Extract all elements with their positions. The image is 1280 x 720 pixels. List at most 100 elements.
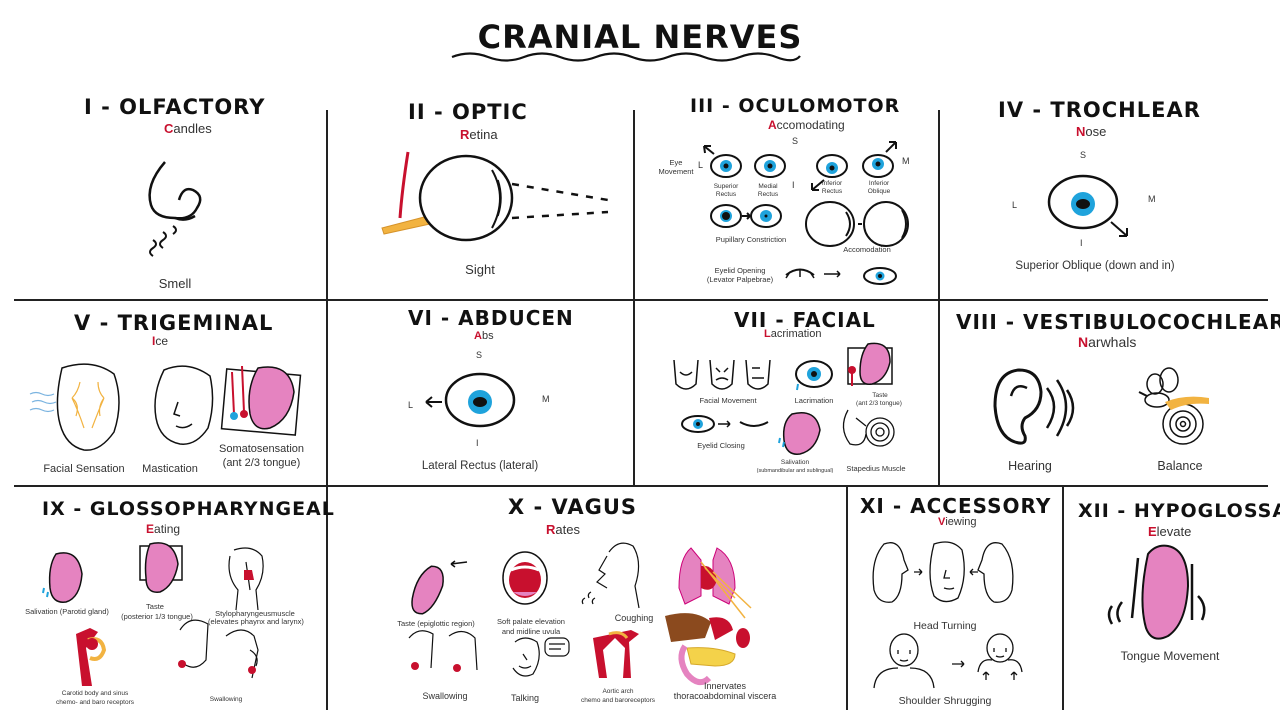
label-swallowing-x: Swallowing xyxy=(422,691,468,701)
row2-row3-divider xyxy=(14,485,1268,487)
row3-divider-1 xyxy=(326,486,328,710)
mnemonic-oculomotor: Accomodating xyxy=(768,118,845,132)
label-facial-movement: Facial Movement xyxy=(699,396,757,405)
dir-lateral: L xyxy=(698,160,704,170)
label-inferior-rectus: Inferior Rectus xyxy=(821,180,843,195)
label-talking: Talking xyxy=(510,693,539,703)
shoulder-shrugging-icon xyxy=(873,633,1023,689)
label-somatosensation: Somatosensation xyxy=(219,443,304,455)
nerve-title-oculomotor: III - OCULOMOTOR xyxy=(690,95,901,117)
nerve-title-facial: VII - FACIAL xyxy=(734,308,876,332)
nerve-title-vagus: X - VAGUS xyxy=(508,495,638,519)
mnemonic-optic: Retina xyxy=(460,127,498,142)
label-superior-rectus: Superior Rectus xyxy=(713,183,739,198)
nerve-title-olfactory: I - OLFACTORY xyxy=(84,95,266,119)
oculomotor-eyes-icon xyxy=(703,141,909,285)
label-eyelid-closing: Eyelid Closing xyxy=(697,441,745,450)
label-taste-posterior-range: (posterior 1/3 tongue) xyxy=(121,612,193,621)
nerve-name: OLFACTORY xyxy=(119,95,266,119)
mnemonic-vagus: Rates xyxy=(546,522,580,537)
row1-row2-divider xyxy=(14,299,1268,301)
dir-superior: S xyxy=(792,136,799,146)
nerve-title-trigeminal: V - TRIGEMINAL xyxy=(74,311,274,335)
label-aortic-arch: Aortic arch xyxy=(602,688,634,695)
mnemonic-hypoglossal: Elevate xyxy=(1148,524,1192,539)
label-hearing: Hearing xyxy=(1008,459,1052,473)
trochlear-eye-icon xyxy=(1047,174,1128,237)
dir-lateral: L xyxy=(1012,200,1018,210)
nerve-title-vestibulocochlear: VIII - VESTIBULOCOCHLEAR xyxy=(956,310,1280,334)
label-salivation-facial: Salivation xyxy=(780,459,810,466)
mnemonic-olfactory: Candles xyxy=(164,121,212,136)
mnemonic-trochlear: Nose xyxy=(1076,124,1107,139)
label-salivation-parotid: Salivation (Parotid gland) xyxy=(25,607,109,616)
trigeminal-faces-icon xyxy=(29,363,302,451)
label-coughing: Coughing xyxy=(614,613,654,623)
label-midline-uvula: and midline uvula xyxy=(501,627,561,636)
label-taste-posterior: Taste xyxy=(146,602,164,611)
nerve-title-hypoglossal: XII - HYPOGLOSSAL xyxy=(1078,500,1280,522)
dir-inferior: I xyxy=(476,438,479,448)
nose-icon xyxy=(148,161,202,257)
label-lacrimation: Lacrimation xyxy=(794,396,834,405)
label-accomodation: Accomodation xyxy=(843,245,891,254)
row2-divider-3 xyxy=(938,300,940,485)
label-carotid-receptors: chemo- and baro receptors xyxy=(55,699,135,706)
label-smell: Smell xyxy=(158,276,192,291)
nerve-numeral: I xyxy=(84,95,93,119)
label-pupillary-constriction: Pupillary Constriction xyxy=(715,235,787,244)
label-taste-epiglottic: Taste (epiglottic region) xyxy=(397,619,475,628)
label-soft-palate: Soft palate elevation xyxy=(497,617,565,626)
tongue-movement-icon xyxy=(1107,544,1206,640)
dir-superior: S xyxy=(1080,150,1087,160)
label-medial-rectus: Medial Rectus xyxy=(757,183,779,198)
mnemonic-vestibulocochlear: Narwhals xyxy=(1078,334,1137,350)
label-inferior-oblique: Inferior Oblique xyxy=(867,180,891,195)
mnemonic-accessory: Viewing xyxy=(938,516,977,528)
label-facial-sensation: Facial Sensation xyxy=(43,463,125,475)
label-balance: Balance xyxy=(1157,459,1203,473)
row1-divider-1 xyxy=(326,110,328,299)
label-stylopharyngeus: Stylopharyngeusmuscle xyxy=(215,609,295,618)
row3-divider-2 xyxy=(846,486,848,710)
label-stapedius-muscle: Stapedius Muscle xyxy=(846,464,906,473)
dir-medial: M xyxy=(542,394,550,404)
dir-medial: M xyxy=(902,156,910,166)
dir-inferior: I xyxy=(1080,238,1083,248)
nerve-title-glossopharyngeal: IX - GLOSSOPHARYNGEAL xyxy=(42,498,335,520)
label-taste-ant: Taste xyxy=(872,392,888,399)
label-salivation-glands: (submandibular and sublingual) xyxy=(756,468,834,474)
label-tongue-movement: Tongue Movement xyxy=(1120,649,1220,663)
label-shoulder-shrugging: Shoulder Shrugging xyxy=(898,695,992,707)
mnemonic-trigeminal: Ice xyxy=(152,334,169,348)
row2-divider-1 xyxy=(326,300,328,485)
label-stylopharyngeus-desc: (elevates phaynx and larynx) xyxy=(208,617,304,626)
label-eyelid-opening: Eyelid Opening (Levator Palpebrae) xyxy=(706,266,774,284)
row2-divider-2 xyxy=(633,300,635,485)
label-ant-tongue: (ant 2/3 tongue) xyxy=(222,457,301,469)
dir-medial: M xyxy=(1148,194,1156,204)
row3-divider-3 xyxy=(1062,486,1064,710)
label-superior-oblique: Superior Oblique (down and in) xyxy=(1015,260,1175,272)
label-innervates: Innervates xyxy=(703,681,747,691)
label-swallowing-ix: Swallowing xyxy=(209,696,243,703)
nerve-title-optic: II - OPTIC xyxy=(408,100,528,124)
glossopharyngeal-icons xyxy=(42,542,264,686)
abducen-eye-icon xyxy=(425,372,516,428)
dir-superior: S xyxy=(476,350,483,360)
label-head-turning: Head Turning xyxy=(913,620,977,632)
vagus-icons xyxy=(408,542,752,686)
label-aortic-receptors: chemo and baroreceptors xyxy=(580,697,656,704)
inner-ear-icon xyxy=(1138,367,1209,445)
label-lateral-rectus: Lateral Rectus (lateral) xyxy=(421,460,539,472)
label-carotid-body: Carotid body and sinus xyxy=(61,690,129,697)
facial-nerve-icons xyxy=(673,342,895,455)
ear-icon xyxy=(993,368,1075,445)
mnemonic-abducen: Abs xyxy=(474,330,494,342)
label-eye-movement: Eye Movement xyxy=(658,158,694,176)
label-mastication: Mastication xyxy=(142,463,198,475)
head-turning-icon xyxy=(872,541,1014,603)
mnemonic-facial: Lacrimation xyxy=(764,328,822,340)
nerve-title-accessory: XI - ACCESSORY xyxy=(860,494,1052,518)
mnemonic-glossopharyngeal: Eating xyxy=(146,522,181,536)
